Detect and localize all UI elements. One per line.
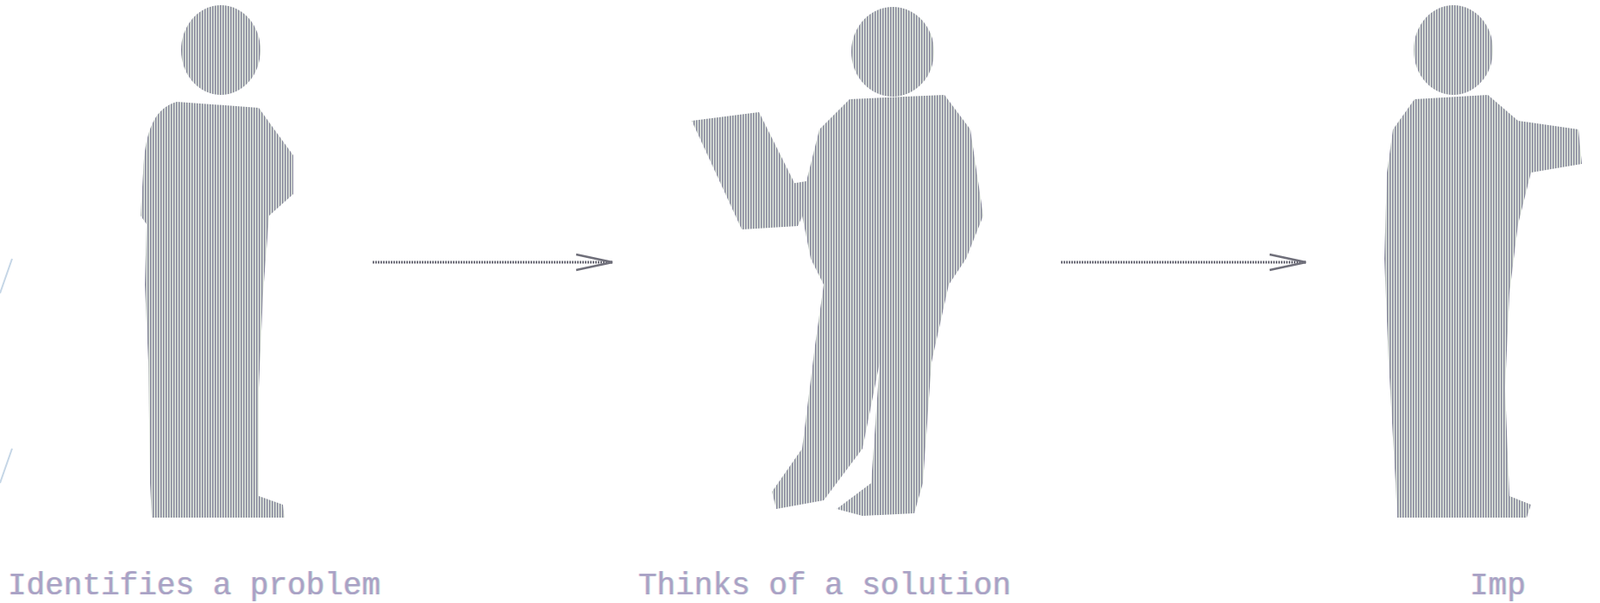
slide-decoration <box>0 258 13 484</box>
person-silhouette <box>691 6 984 516</box>
flow-arrow <box>372 254 613 270</box>
step-caption: Thinks of a solution <box>638 568 1011 603</box>
person-step: Thinks of a solution <box>612 0 1061 525</box>
step-caption: Identifies a problem <box>7 568 381 603</box>
person-step: Imp <box>1305 0 1600 525</box>
person-silhouette <box>1384 5 1582 518</box>
person-step: Identifies a problem <box>0 0 373 525</box>
person-silhouette <box>140 5 294 518</box>
flow-arrow <box>1060 254 1306 270</box>
step-caption: Imp <box>1469 568 1526 603</box>
